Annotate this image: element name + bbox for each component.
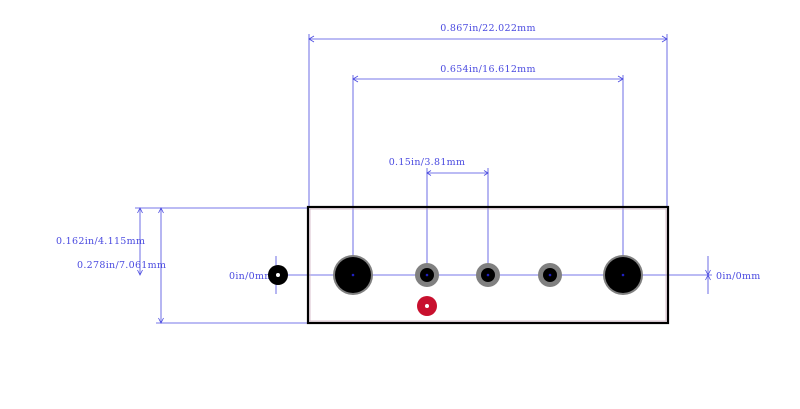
component-outline xyxy=(306,205,670,325)
pin-pitch-label: 0.15in/3.81mm xyxy=(389,157,466,168)
pad-center-dots xyxy=(351,273,625,277)
dimension-overall-width xyxy=(308,34,668,207)
component-outline-inner xyxy=(309,208,667,322)
dimension-offset-height xyxy=(135,207,309,276)
origin-left-label: 0in/0mm xyxy=(229,271,274,282)
dimension-overall-height xyxy=(156,207,309,324)
offset-height-label: 0.162in/4.115mm xyxy=(56,236,145,247)
overall-height-label: 0.278in/7.061mm xyxy=(77,260,166,271)
origin-tick-right xyxy=(705,256,711,294)
origin-right-label: 0in/0mm xyxy=(716,271,761,282)
mount-spacing-label: 0.654in/16.612mm xyxy=(440,64,536,75)
overall-width-label: 0.867in/22.022mm xyxy=(440,23,536,34)
dimension-mount-spacing xyxy=(352,75,624,274)
pin1-marker xyxy=(417,296,437,316)
origin-marker xyxy=(268,265,288,285)
dimension-pin-pitch xyxy=(426,168,489,274)
